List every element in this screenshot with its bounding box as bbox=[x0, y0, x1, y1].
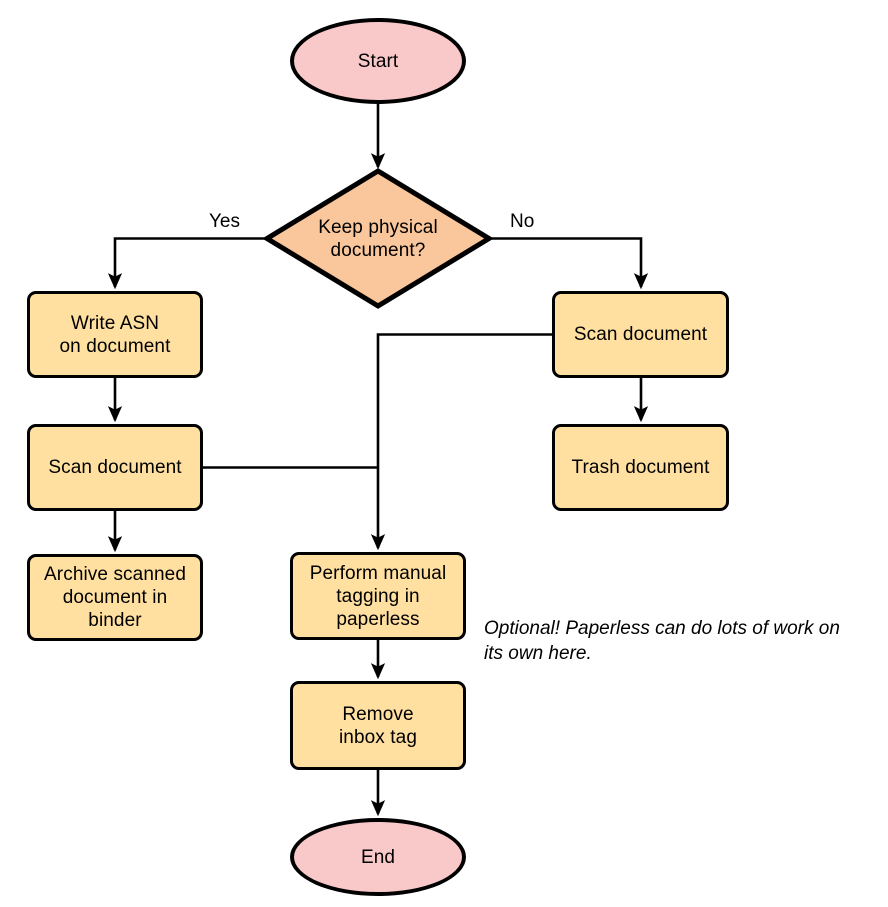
edge-label-yes-text: Yes bbox=[209, 211, 240, 232]
node-remove-inbox-tag-label: Remove inbox tag bbox=[338, 703, 417, 748]
node-keep-physical-document-label: Keep physical document? bbox=[318, 216, 438, 261]
node-start[interactable]: Start bbox=[290, 18, 466, 104]
node-scan-document-right[interactable]: Scan document bbox=[552, 291, 729, 378]
node-end-label: End bbox=[360, 846, 396, 868]
node-archive-scanned-document-label: Archive scanned document in binder bbox=[44, 564, 186, 631]
node-write-asn-on-document-label: Write ASN on document bbox=[59, 312, 171, 357]
annotation-optional-note: Optional! Paperless can do lots of work … bbox=[484, 591, 884, 666]
node-remove-inbox-tag[interactable]: Remove inbox tag bbox=[290, 681, 466, 770]
edge-label-yes: Yes bbox=[209, 211, 240, 233]
edge-decision-yes-to-write-asn bbox=[107, 237, 266, 290]
annotation-optional-note-text: Optional! Paperless can do lots of work … bbox=[484, 618, 840, 664]
node-scan-document-right-label: Scan document bbox=[573, 324, 708, 345]
node-trash-document[interactable]: Trash document bbox=[552, 424, 729, 511]
node-archive-scanned-document[interactable]: Archive scanned document in binder bbox=[27, 554, 203, 641]
node-end[interactable]: End bbox=[290, 818, 466, 896]
edge-scan-right-to-manual-tagging bbox=[370, 333, 552, 551]
node-trash-document-label: Trash document bbox=[571, 457, 710, 478]
node-start-label: Start bbox=[357, 50, 399, 72]
node-keep-physical-document[interactable]: Keep physical document? bbox=[265, 169, 491, 308]
edge-decision-no-to-scan-right bbox=[490, 237, 649, 290]
node-perform-manual-tagging-label: Perform manual tagging in paperless bbox=[309, 562, 447, 630]
node-scan-document-left-label: Scan document bbox=[48, 457, 182, 478]
edge-label-no-text: No bbox=[510, 211, 535, 232]
node-scan-document-left[interactable]: Scan document bbox=[27, 424, 203, 511]
node-write-asn-on-document[interactable]: Write ASN on document bbox=[27, 291, 203, 378]
node-perform-manual-tagging[interactable]: Perform manual tagging in paperless bbox=[290, 552, 466, 640]
edge-label-no: No bbox=[510, 211, 534, 233]
